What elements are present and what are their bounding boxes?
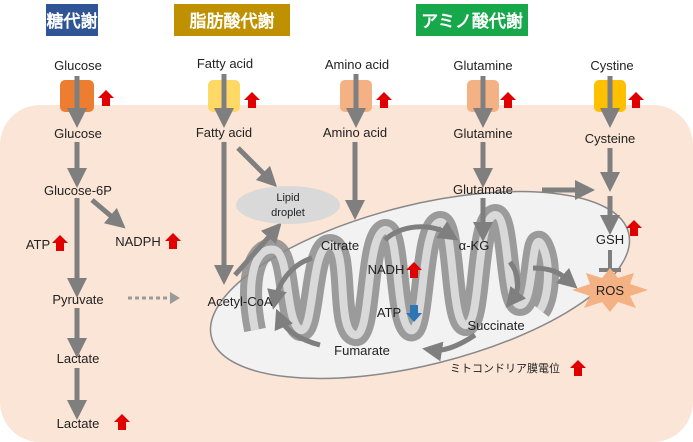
lipid-label-1: Lipid [276,192,299,204]
lactate-out-label: Lactate [57,416,100,431]
pathway-arrows [67,142,621,420]
fumarate-label: Fumarate [334,343,390,358]
outside-glucose: Glucose [54,58,102,73]
glutamate-label: Glutamate [453,182,513,197]
outside-glutamine: Glutamine [453,58,512,73]
membrane-potential-label: ミトコンドリア膜電位 [450,361,560,375]
gsh-label: GSH [596,232,624,247]
pyruvate-label: Pyruvate [52,292,103,307]
glucose6p-label: Glucose-6P [44,183,112,198]
glutamine-label: Glutamine [453,126,512,141]
lipid-label-2: droplet [271,207,305,219]
nadh-label: NADH [368,262,405,277]
lipid-droplet [236,186,340,224]
atp-label: ATP [26,237,50,252]
outside-fatty-acid: Fatty acid [197,56,253,71]
header-amino-box [416,4,528,36]
cysteine-label: Cysteine [585,131,636,146]
transport-arrows [67,74,620,128]
down-arrow-icon [406,305,422,322]
nadph-label: NADPH [115,234,161,249]
citrate-label: Citrate [321,238,359,253]
fatty-acid-label: Fatty acid [196,125,252,140]
succinate-label: Succinate [467,318,524,333]
acetyl-coa-label: Acetyl-CoA [207,294,272,309]
atp-mito-label: ATP [377,305,401,320]
ros-burst [572,268,648,312]
header-fatty-box [174,4,290,36]
outside-cystine: Cystine [590,58,633,73]
header-glucose: 糖代謝 [47,11,98,32]
glucose-label: Glucose [54,126,102,141]
header-amino: アミノ酸代謝 [421,11,523,32]
amino-acid-label: Amino acid [323,125,387,140]
header-fatty: 脂肪酸代謝 [190,11,275,32]
ros-label: ROS [596,283,625,298]
lactate-label: Lactate [57,351,100,366]
akg-label: α-KG [459,238,490,253]
header-glucose-box [46,4,98,36]
outside-amino-acid: Amino acid [325,57,389,72]
